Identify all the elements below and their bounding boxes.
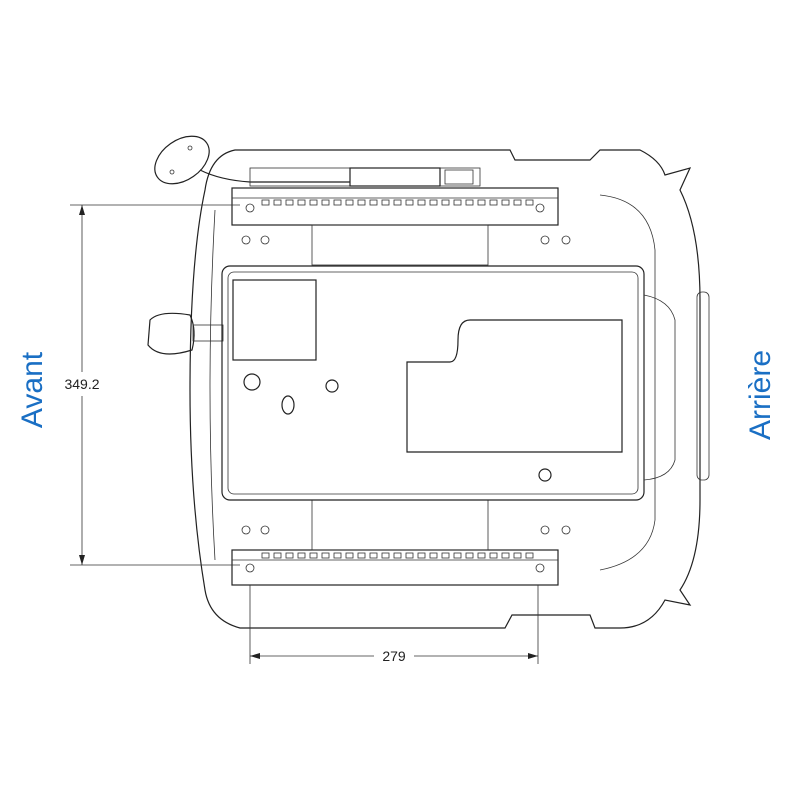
front-label: Avant (16, 351, 49, 428)
rear-label: Arrière (744, 350, 777, 440)
rail-notch (273, 199, 282, 206)
rail-notch (465, 552, 474, 559)
rail-notch (381, 199, 390, 206)
rail-notch (513, 552, 522, 559)
rail-notch (417, 552, 426, 559)
rail-notch (477, 199, 486, 206)
rail-notch (501, 199, 510, 206)
rail-notch (525, 552, 534, 559)
rail-notch (453, 199, 462, 206)
rail-spacing-dimension: 279 (249, 585, 539, 664)
rail-notch (357, 199, 366, 206)
top-lever-handle (154, 135, 350, 185)
rail-notch (309, 199, 318, 206)
rail-notch (261, 552, 270, 559)
rail-notch (477, 552, 486, 559)
rail-notch (453, 552, 462, 559)
rail-notch (393, 199, 402, 206)
rail-notch (489, 199, 498, 206)
rail-notch (441, 552, 450, 559)
rail-notch (345, 199, 354, 206)
rail-notch (441, 199, 450, 206)
length-value: 349.2 (64, 376, 99, 392)
rail-notch (465, 199, 474, 206)
rail-notch (393, 552, 402, 559)
rail-notch (429, 552, 438, 559)
rail-notch (489, 552, 498, 559)
rail-spacing-value: 279 (382, 648, 406, 664)
rail-notch (297, 552, 306, 559)
rail-notch (381, 552, 390, 559)
rail-notch (357, 552, 366, 559)
seat-body-outline (189, 149, 701, 629)
rail-notch (405, 199, 414, 206)
center-plate (221, 265, 676, 501)
rail-notch (369, 552, 378, 559)
rail-notch (285, 552, 294, 559)
rail-notch (321, 552, 330, 559)
rail-notch (525, 199, 534, 206)
rail-notch (405, 552, 414, 559)
rail-notch (297, 199, 306, 206)
top-rail (231, 187, 559, 226)
rail-notch (333, 552, 342, 559)
rail-notch (417, 199, 426, 206)
rail-notch (501, 552, 510, 559)
rail-notch (429, 199, 438, 206)
rail-notch (309, 552, 318, 559)
rail-notch (273, 552, 282, 559)
side-lever-handle (147, 312, 224, 355)
rail-notch (345, 552, 354, 559)
rail-notch (285, 199, 294, 206)
rail-notch (369, 199, 378, 206)
rail-notch (321, 199, 330, 206)
rail-notch (333, 199, 342, 206)
rail-notch (261, 199, 270, 206)
rail-notch (513, 199, 522, 206)
length-dimension: 349.2 (64, 204, 240, 566)
